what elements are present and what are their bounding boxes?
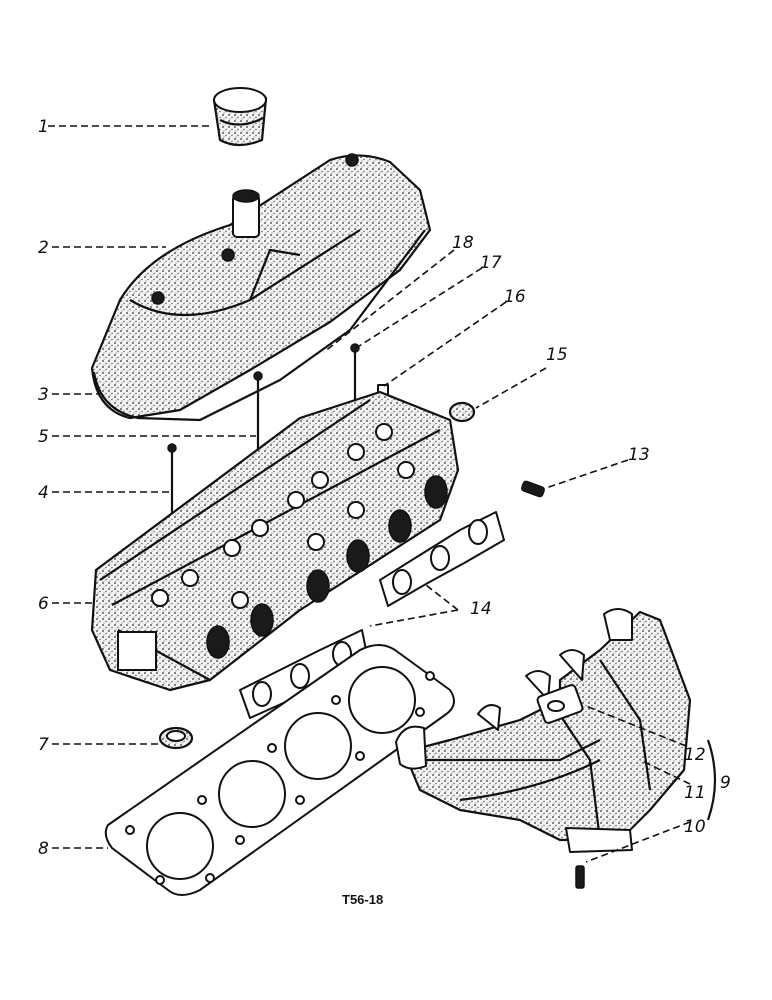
manifold-stud [575, 865, 585, 889]
label-17: 17 [480, 253, 502, 273]
manifold-gaskets [239, 511, 505, 719]
label-10: 10 [684, 817, 706, 837]
label-5: 5 [38, 427, 49, 447]
head-bolt-holes [151, 423, 415, 609]
label-7: 7 [38, 735, 49, 755]
label-16: 16 [504, 287, 526, 307]
label-14: 14 [470, 599, 492, 619]
gasket-small-holes [125, 671, 435, 885]
rocker-cover-gasket [92, 229, 426, 422]
head-port-openings [206, 475, 448, 659]
leader-lines [48, 125, 717, 863]
label-15: 15 [546, 345, 568, 365]
plug-13 [521, 480, 545, 498]
manifold-assembly [395, 608, 692, 853]
label-1: 1 [38, 117, 49, 137]
label-4: 4 [38, 483, 49, 503]
sealing-ring [158, 726, 194, 750]
rocker-cover [90, 153, 432, 420]
reference-code: T56-18 [342, 892, 383, 907]
label-2: 2 [38, 238, 49, 258]
label-6: 6 [38, 594, 49, 614]
label-13: 13 [628, 445, 650, 465]
cylinder-head-gasket [104, 644, 455, 896]
callout-labels: 1 2 3 4 5 6 7 8 9 10 11 12 13 14 15 16 1… [38, 117, 731, 907]
label-18: 18 [452, 233, 474, 253]
label-12: 12 [684, 745, 706, 765]
cylinder-head [90, 390, 460, 692]
oil-filler-cap [212, 87, 268, 147]
label-8: 8 [38, 839, 49, 859]
label-3: 3 [38, 385, 49, 405]
label-11: 11 [684, 783, 706, 803]
core-plug-15 [448, 401, 476, 423]
label-9: 9 [720, 773, 731, 793]
